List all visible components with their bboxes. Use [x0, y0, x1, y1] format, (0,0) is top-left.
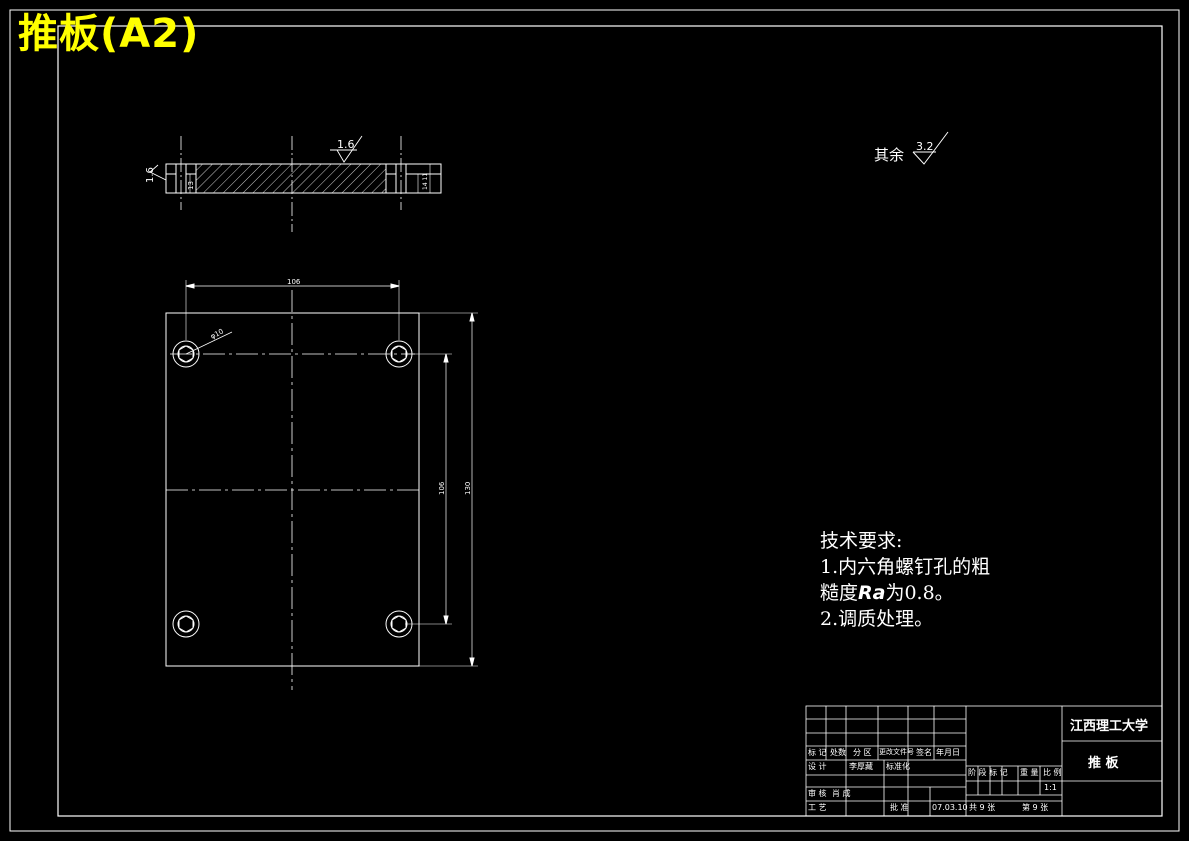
tb-design-name: 李厚藏	[849, 762, 873, 771]
tb-design: 设 计	[808, 762, 827, 771]
tb-total: 共 9 张	[969, 803, 996, 812]
tb-scale: 1:1	[1044, 783, 1057, 792]
tb-sign: 签名	[916, 748, 932, 757]
tb-date: 年月日	[936, 748, 960, 757]
plan-view	[165, 280, 478, 690]
title-block	[805, 705, 1163, 817]
tech-req-line2: 糙度Ra为0.8。	[820, 584, 954, 603]
dim-height-inner: 106	[438, 481, 446, 495]
tech-req-line2-pre: 糙度	[820, 582, 859, 604]
section-view	[149, 135, 442, 232]
tech-req-line1: 1.内六角螺钉孔的粗	[820, 556, 991, 578]
tb-ratio: 比 例	[1043, 768, 1062, 777]
tb-standard: 标准化	[886, 762, 910, 771]
tb-approve: 批 准	[890, 803, 909, 812]
finish-other-symbol	[912, 131, 949, 165]
school-name: 江西理工大学	[1070, 719, 1149, 734]
tb-weight: 重 量	[1020, 768, 1039, 777]
finish-other-value: 3.2	[916, 140, 934, 153]
tb-mark: 标 记	[808, 748, 827, 757]
tb-docno: 更改文件号	[879, 748, 914, 756]
part-name: 推 板	[1088, 756, 1119, 771]
tb-sheet: 第 9 张	[1022, 803, 1049, 812]
tb-process: 工 艺	[808, 803, 827, 812]
section-dim-left: 13	[187, 181, 195, 190]
inner-border	[57, 25, 1163, 817]
tb-stage-mark: 阶 段 标 记	[968, 768, 1008, 777]
finish-top-value: 1.6	[337, 138, 355, 151]
tech-req-ra: Ra	[858, 582, 886, 604]
tb-count: 处数	[830, 748, 846, 757]
tb-review: 审 核	[808, 789, 827, 798]
tech-req-line3: 2.调质处理。	[820, 608, 934, 630]
section-dim-right: 14 11	[422, 173, 429, 190]
dim-width: 106	[287, 278, 301, 286]
tb-zone: 分 区	[853, 748, 872, 757]
tb-approve-date: 07.03.10	[932, 803, 968, 812]
tb-review-name: 肖 成	[832, 789, 851, 798]
outer-border	[9, 9, 1180, 832]
sheet-title: 推板(A2)	[18, 11, 200, 57]
dim-hole-dia: φ10	[209, 327, 225, 340]
tech-req-line2-post: 为0.8。	[885, 582, 954, 604]
finish-side-value: 1.6	[145, 167, 156, 183]
tech-req-heading: 技术要求:	[820, 530, 903, 552]
finish-other-label: 其余	[874, 146, 904, 164]
dim-height-outer: 130	[464, 482, 472, 495]
